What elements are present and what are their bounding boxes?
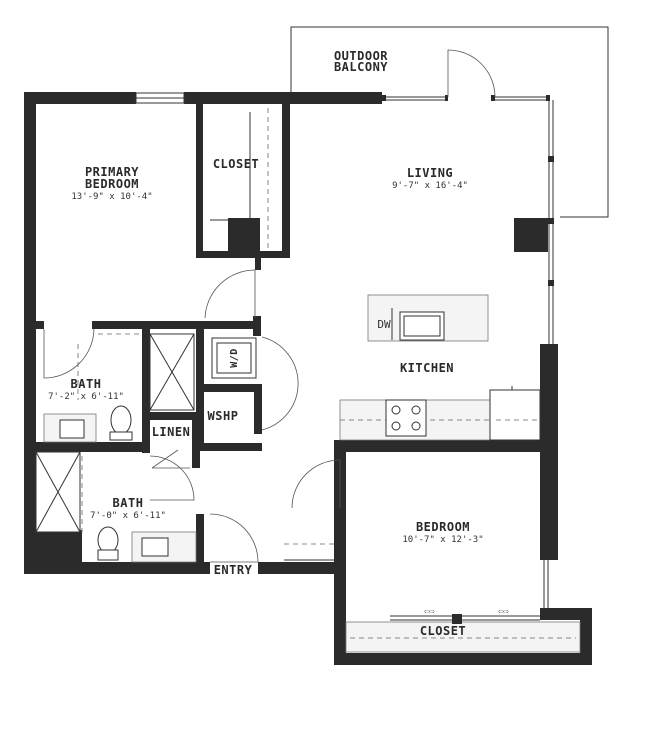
living-dims: 9'-7" x 16'-4": [392, 181, 468, 191]
second-bath-label: BATH: [113, 496, 144, 510]
door-swings: [43, 269, 341, 563]
primary-bedroom-label-line1: PRIMARY: [85, 165, 139, 179]
balcony-label-line2: BALCONY: [334, 60, 388, 74]
primary-bath-label: BATH: [71, 377, 102, 391]
bedroom-label: BEDROOM: [416, 520, 470, 534]
linen-label: LINEN: [152, 425, 191, 439]
closet-primary-label: CLOSET: [213, 157, 259, 171]
slide-arrow-icon: ⇦⇨: [498, 607, 509, 617]
primary-bath-dims: 7'-2" x 6'-11": [48, 392, 124, 402]
entry-shelf: [284, 543, 334, 561]
primary-bedroom-dims: 13'-9" x 10'-4": [71, 192, 152, 202]
room-labels: OUTDOOR BALCONY PRIMARY BEDROOM 13'-9" x…: [48, 49, 484, 638]
wshp-label: WSHP: [208, 409, 239, 423]
balcony-area: [290, 26, 609, 218]
balcony-label-line1: OUTDOOR: [334, 49, 388, 63]
primary-bedroom-label-line2: BEDROOM: [85, 177, 139, 191]
dishwasher-label: DW: [377, 318, 391, 331]
kitchen-label: KITCHEN: [400, 361, 454, 375]
closet-shelving: [210, 108, 269, 248]
interior-walls: [36, 104, 558, 574]
entry-label: ENTRY: [214, 563, 253, 577]
slide-arrow-icon: ⇦⇨: [424, 607, 435, 617]
closet-bedroom-label: CLOSET: [420, 624, 466, 638]
primary-bath-fixtures: [43, 333, 195, 443]
bedroom-dims: 10'-7" x 12'-3": [402, 535, 483, 545]
bedroom-closet: ⇦⇨ ⇦⇨: [345, 607, 581, 653]
kitchen-fixtures: [339, 294, 541, 441]
second-bath-fixtures: [35, 451, 197, 563]
laundry-fixtures: [211, 337, 257, 379]
second-bath-dims: 7'-0" x 6'-11": [90, 511, 166, 521]
wd-label: W/D: [229, 348, 240, 368]
living-label: LIVING: [407, 166, 453, 180]
